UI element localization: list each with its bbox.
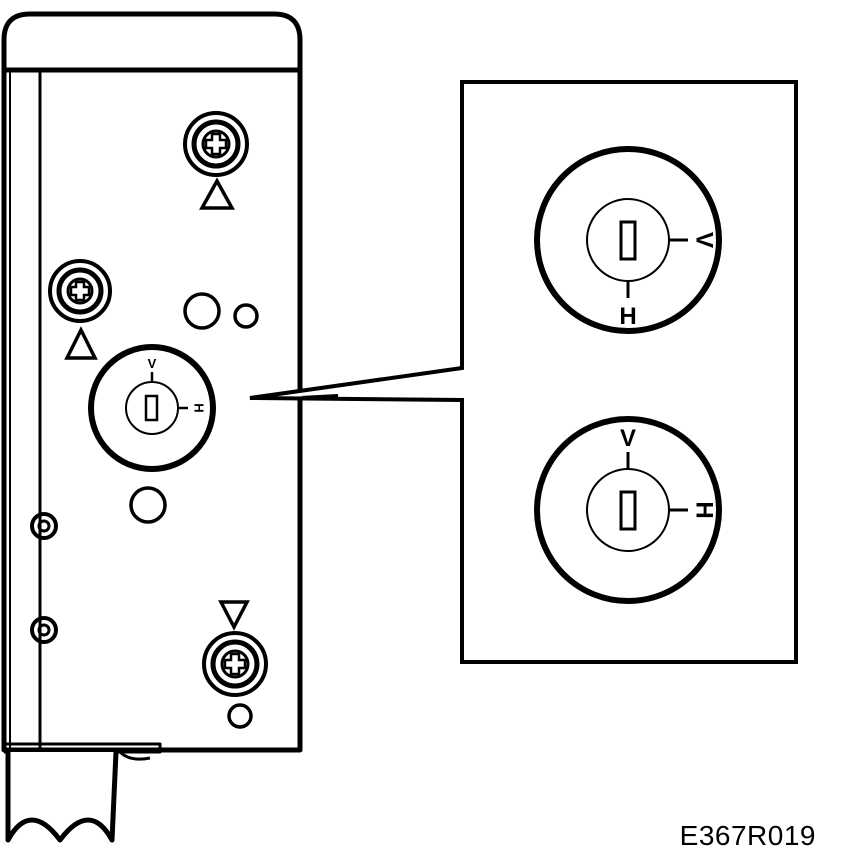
hole	[227, 703, 253, 729]
hole	[183, 292, 221, 330]
detail-bottom-label-v: V	[620, 425, 636, 452]
adjustment-dial[interactable]: V H	[88, 344, 216, 472]
detail-callout-frame	[249, 80, 798, 664]
detail-top-label-v: V	[691, 232, 718, 248]
figure-code: E367R019	[679, 820, 816, 851]
adjust-screw-left[interactable]	[48, 259, 112, 323]
detail-dial-bottom: V H	[534, 416, 722, 604]
dial-label-h: H	[192, 403, 207, 412]
down-triangle-icon	[218, 600, 250, 631]
up-triangle-icon	[199, 177, 235, 210]
detail-bottom-label-h: H	[691, 501, 718, 518]
detail-dial-top: V H	[534, 146, 722, 334]
up-triangle-icon	[64, 326, 98, 360]
callout-pointer-fill	[300, 394, 338, 400]
side-rivet	[30, 512, 58, 540]
dial-label-v: V	[148, 356, 157, 371]
hole	[233, 303, 259, 329]
side-rivet	[30, 616, 58, 644]
adjust-screw-top[interactable]	[183, 111, 249, 177]
detail-top-label-h: H	[619, 303, 636, 330]
hole	[129, 486, 167, 524]
adjust-screw-bottom[interactable]	[202, 631, 268, 697]
